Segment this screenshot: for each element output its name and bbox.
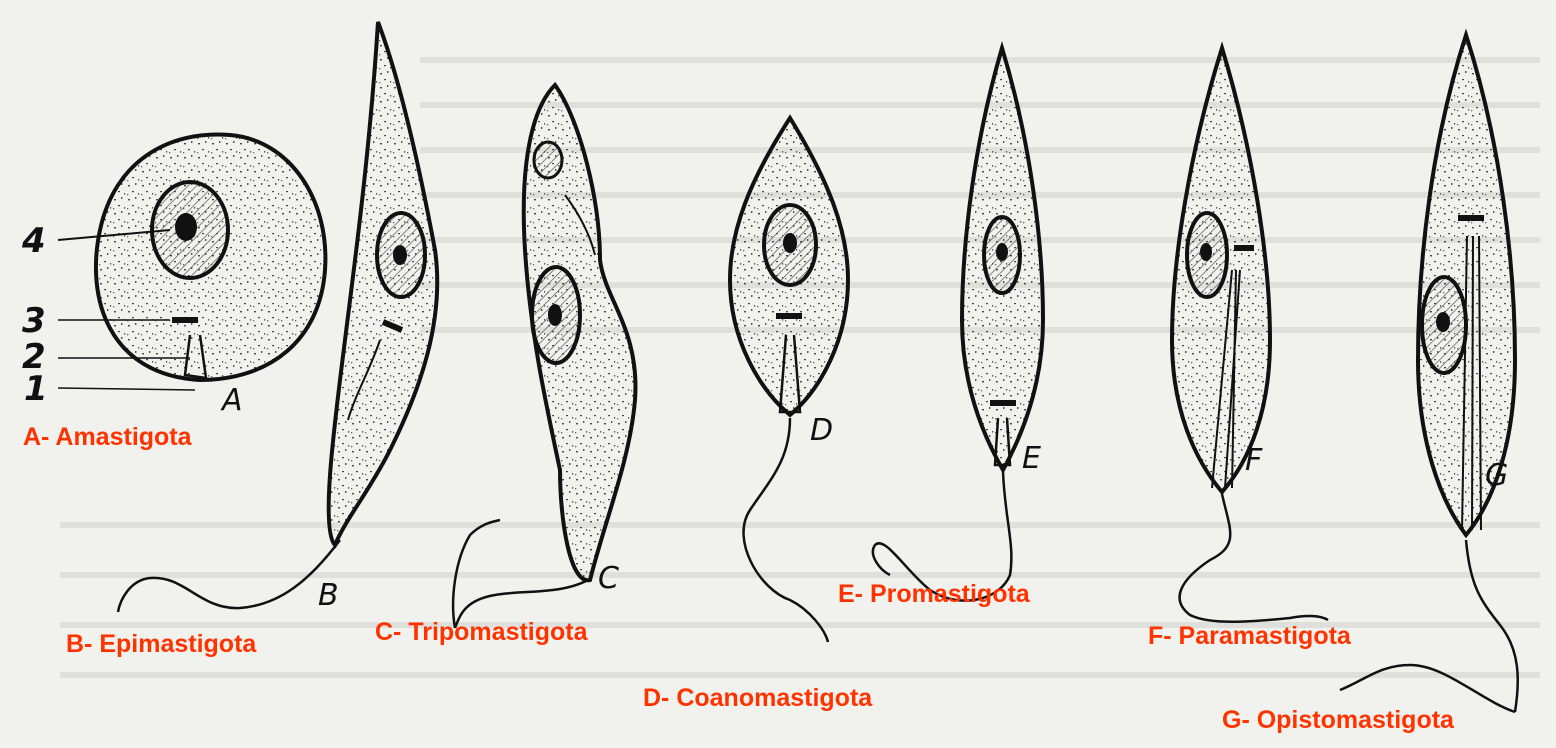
caption-tripomastigota: C- Tripomastigota [375, 620, 588, 645]
part-number-3: 3 [22, 301, 46, 341]
cell-amastigota: A 4 3 2 1 [21, 134, 325, 418]
caption-amastigota: A- Amastigota [23, 425, 192, 450]
letter-g: G [1485, 458, 1508, 493]
caption-paramastigota: F- Paramastigota [1148, 624, 1351, 649]
letter-c: C [598, 561, 619, 596]
letter-b: B [318, 578, 339, 613]
letter-e: E [1022, 441, 1041, 476]
cell-opistomastigota: G [1340, 35, 1518, 712]
part-number-4: 4 [21, 221, 46, 261]
cell-paramastigota: F [1172, 48, 1328, 622]
cell-tripomastigota: C [453, 85, 635, 628]
caption-epimastigota: B- Epimastigota [66, 632, 256, 657]
caption-opistomastigota: G- Opistomastigota [1222, 708, 1454, 733]
letter-a: A [220, 383, 243, 418]
caption-promastigota: E- Promastigota [838, 582, 1030, 607]
cell-promastigota: E [873, 48, 1043, 601]
part-number-1: 1 [24, 369, 48, 409]
cell-coanomastigota: D [730, 118, 848, 642]
letter-f: F [1245, 443, 1263, 478]
caption-coanomastigota: D- Coanomastigota [643, 686, 872, 711]
letter-d: D [810, 413, 833, 448]
